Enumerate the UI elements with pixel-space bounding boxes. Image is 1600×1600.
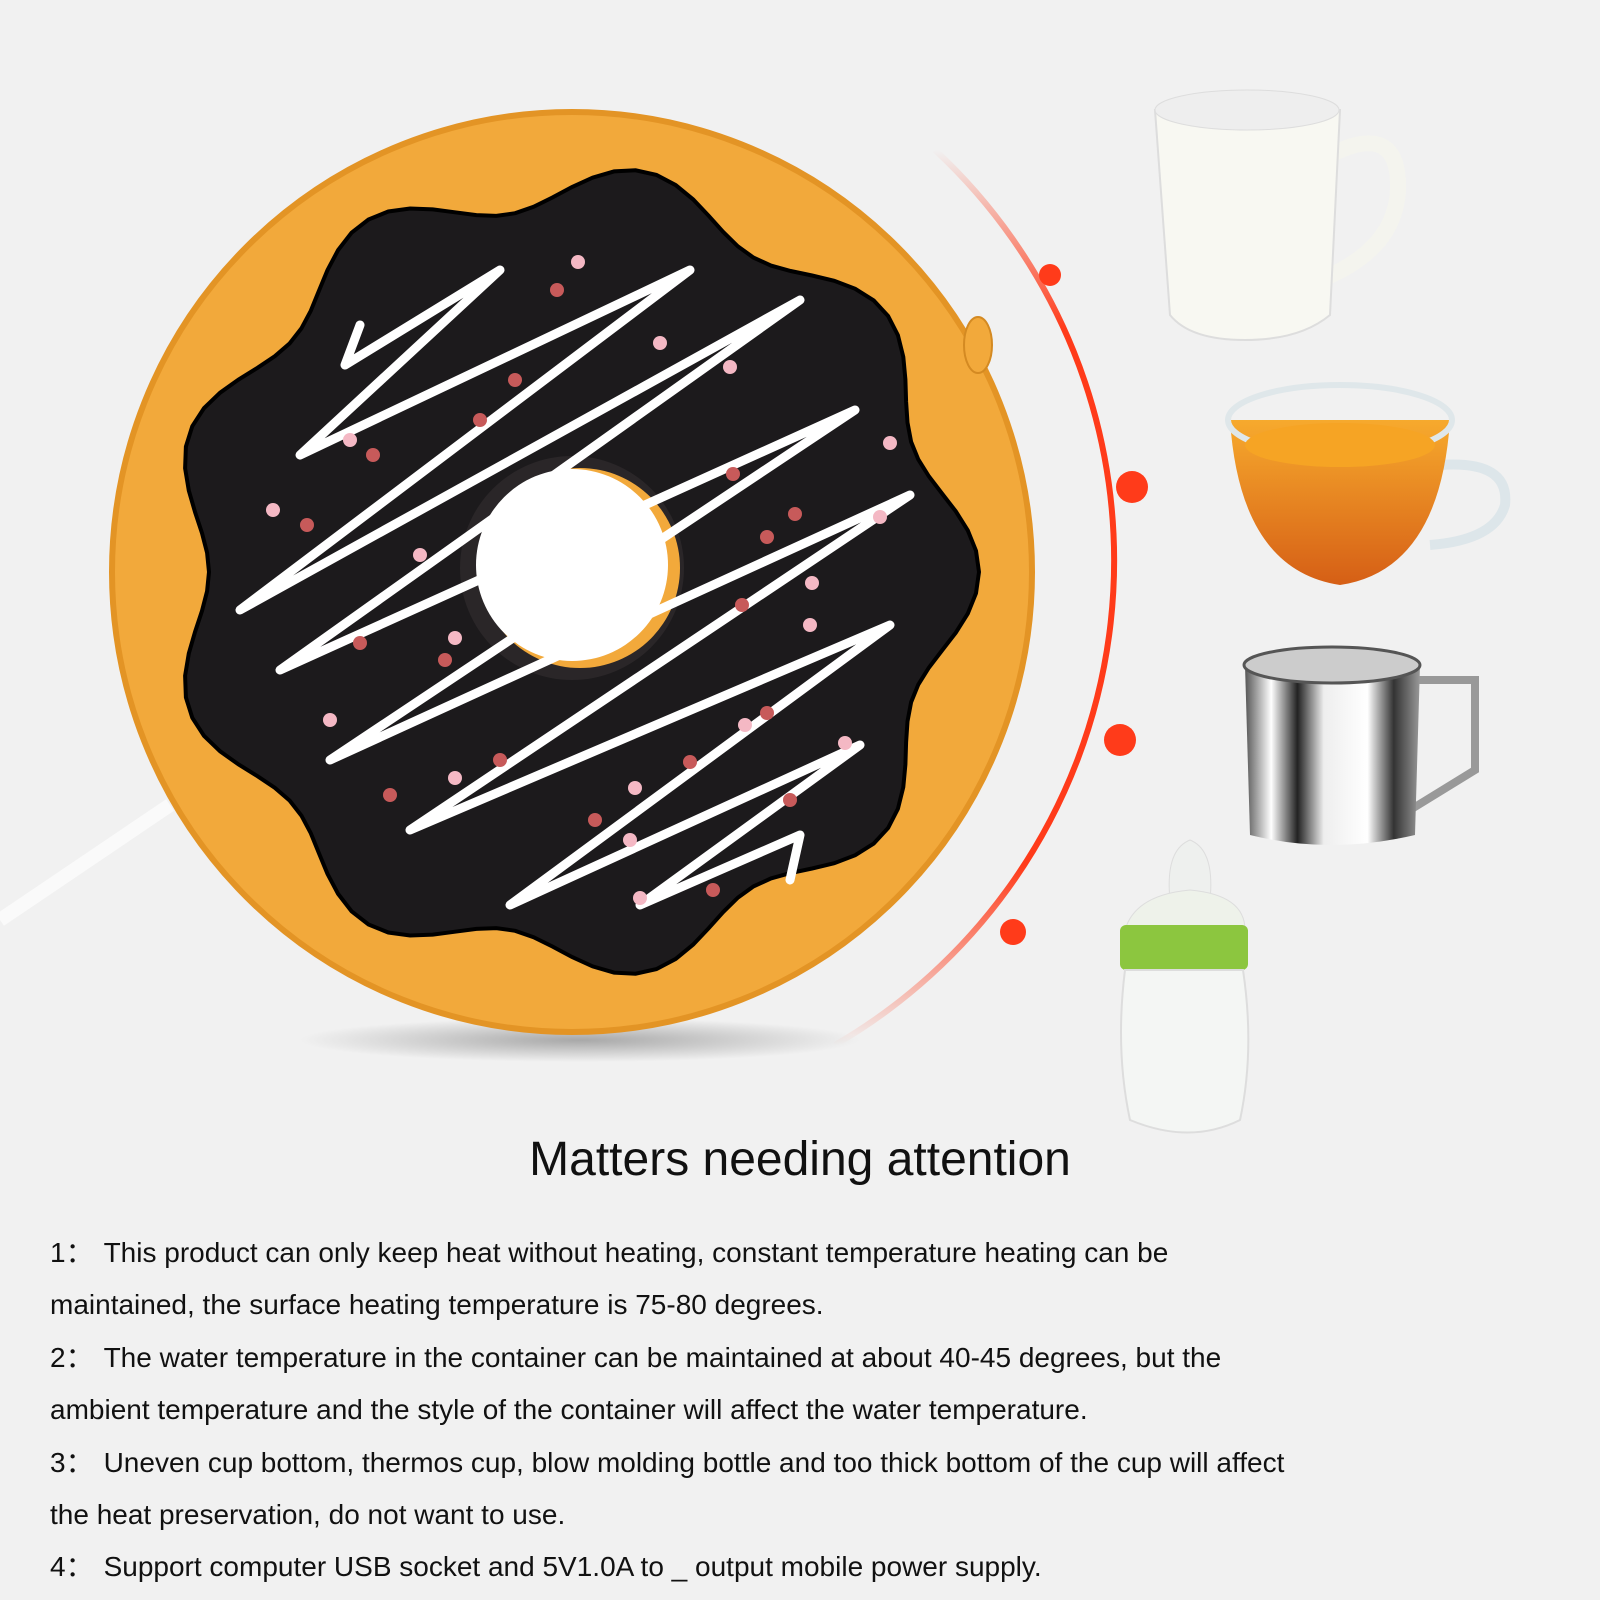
sprinkle [323, 713, 337, 727]
sprinkle [508, 373, 522, 387]
sprinkle [473, 413, 487, 427]
note-number: 1： [50, 1237, 94, 1268]
sprinkle [633, 891, 647, 905]
sprinkle [588, 813, 602, 827]
note-text: Support computer USB socket and 5V1.0A t… [103, 1551, 1042, 1582]
sprinkle [448, 771, 462, 785]
sprinkle [805, 576, 819, 590]
sprinkle [726, 467, 740, 481]
sprinkle [783, 793, 797, 807]
donut-cup-warmer-icon [109, 109, 1035, 1035]
sprinkle [493, 753, 507, 767]
steel-cup-icon [1242, 645, 1479, 845]
note-text: the heat preservation, do not want to us… [50, 1499, 566, 1530]
note-text: The water temperature in the container c… [103, 1342, 1222, 1373]
note-text: This product can only keep heat without … [103, 1237, 1169, 1268]
sprinkle [788, 507, 802, 521]
usb-cable [0, 799, 174, 926]
sprinkle [873, 510, 887, 524]
baby-bottle-icon [1120, 839, 1250, 1134]
sprinkle [550, 283, 564, 297]
sprinkle [623, 833, 637, 847]
sprinkle [803, 618, 817, 632]
note-text: ambient temperature and the style of the… [50, 1394, 1088, 1425]
sprinkle [838, 736, 852, 750]
sprinkle [653, 336, 667, 350]
note-text: Uneven cup bottom, thermos cup, blow mol… [103, 1447, 1285, 1478]
sprinkle [438, 653, 452, 667]
note-number: 3： [50, 1447, 94, 1478]
note-2: 2： The water temperature in the container… [50, 1332, 1590, 1436]
sprinkle [628, 781, 642, 795]
note-4: 4： Support computer USB socket and 5V1.0A… [50, 1541, 1590, 1593]
sprinkle [706, 883, 720, 897]
sprinkle [366, 448, 380, 462]
note-3: 3： Uneven cup bottom, thermos cup, blow m… [50, 1437, 1590, 1541]
note-number: 4： [50, 1551, 94, 1582]
sprinkle [343, 433, 357, 447]
sprinkle [448, 631, 462, 645]
sprinkle [571, 255, 585, 269]
mug-icon [1153, 89, 1407, 342]
sprinkle [266, 503, 280, 517]
sprinkle [383, 788, 397, 802]
sprinkle [683, 755, 697, 769]
sprinkle [738, 718, 752, 732]
page-title: Matters needing attention [529, 1133, 1071, 1186]
note-1: 1： This product can only keep heat withou… [50, 1227, 1590, 1331]
heat-arc [833, 147, 1148, 1048]
sprinkle [353, 636, 367, 650]
sprinkle [883, 436, 897, 450]
glass-teacup-icon [1225, 382, 1511, 585]
product-illustration [0, 89, 1511, 1134]
sprinkle [413, 548, 427, 562]
sprinkle [760, 530, 774, 544]
note-number: 2： [50, 1342, 94, 1373]
sprinkle [760, 706, 774, 720]
sprinkle [723, 360, 737, 374]
sprinkle [735, 598, 749, 612]
sprinkle [300, 518, 314, 532]
note-text: maintained, the surface heating temperat… [50, 1289, 824, 1320]
